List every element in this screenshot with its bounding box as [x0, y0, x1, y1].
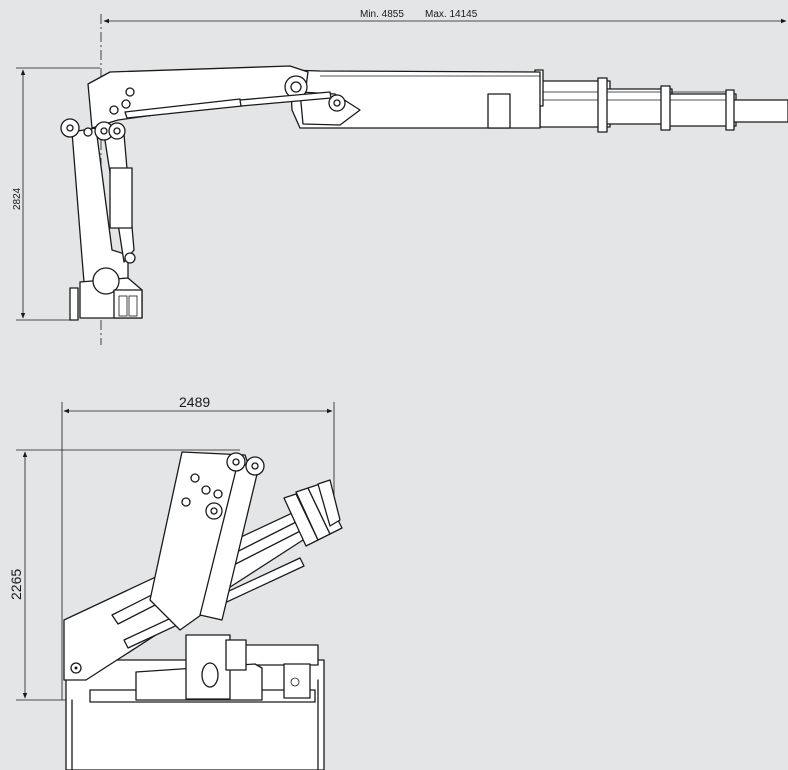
column-small-pin [83, 127, 93, 137]
stabilizer-beam [235, 644, 319, 666]
folded-link-pin-center [210, 507, 218, 515]
lift-cylinder-body [109, 167, 133, 229]
side-height-label: 2824 [12, 187, 23, 210]
folded-top-pivot-center [232, 458, 240, 466]
slewing-ring [92, 267, 120, 295]
outer-boom-pin-center [333, 99, 341, 107]
end-plate-4 [317, 479, 341, 527]
main-boom-joint-center [290, 81, 302, 93]
folded-view: 2489 2265 105 [8, 394, 343, 770]
cylinder-top-pin-center [113, 127, 121, 135]
crane-column [71, 127, 129, 283]
folded-hole-2 [201, 485, 211, 495]
reach-dimension: Min. 4855 Max. 14145 [103, 9, 787, 24]
folded-boom-tip-pin-center [74, 666, 78, 670]
extension-bracket-2 [597, 77, 608, 133]
control-valve-lever-2 [128, 295, 138, 317]
control-valve-lever-1 [118, 295, 128, 317]
folded-hole-3 [213, 489, 223, 499]
extension-end-plates [283, 479, 343, 547]
extension-section-4 [731, 99, 788, 123]
column-top-pivot-center [66, 124, 74, 132]
side-height-dimension: 2824 [12, 67, 100, 321]
slewing-ring-folded [201, 662, 219, 688]
stabilizer-pin [290, 677, 300, 687]
folded-width-dimension: 2489 [61, 394, 335, 700]
cylinder-bottom-pin [124, 252, 136, 264]
outer-boom-cylinder-mount [487, 93, 511, 129]
folded-width-label: 2489 [179, 394, 210, 410]
valve-block [225, 639, 247, 671]
reach-max-label: Max. 14145 [425, 9, 478, 20]
reach-min-label: Min. 4855 [360, 9, 404, 20]
main-boom-pivot-center [100, 127, 108, 135]
main-boom-hole-1 [109, 105, 119, 115]
main-boom-hole-3 [125, 87, 135, 97]
folded-height-label: 2265 [8, 569, 24, 600]
folded-hole-1 [190, 473, 200, 483]
extension-section-2 [601, 88, 673, 125]
folded-hole-4 [181, 497, 191, 507]
folded-top-pivot-2-center [251, 462, 259, 470]
control-valve [113, 289, 143, 319]
outer-boom-cylinder-rod [239, 91, 332, 107]
extension-bracket-3 [660, 85, 671, 131]
stabilizer-leg-housing [283, 663, 311, 699]
telescopic-extensions [534, 69, 788, 133]
side-view: Min. 4855 Max. 14145 2824 [12, 9, 788, 345]
extension-section-3 [663, 93, 737, 127]
base-bracket [69, 287, 79, 321]
extension-bracket-4 [725, 89, 735, 131]
main-boom-hole-2 [121, 99, 131, 109]
